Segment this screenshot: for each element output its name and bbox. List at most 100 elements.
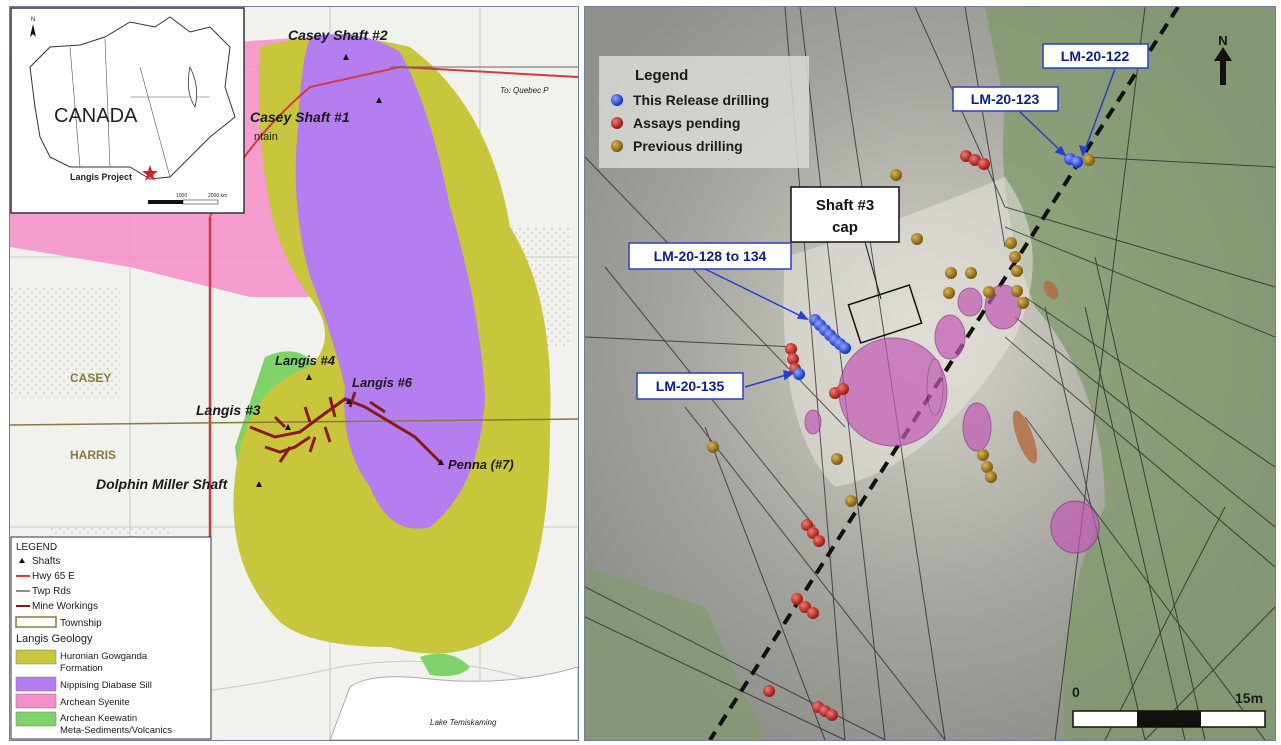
inset-country-label: CANADA xyxy=(54,105,138,127)
legend-item-township: Township xyxy=(60,618,102,629)
label-casey-shaft-1: Casey Shaft #1 xyxy=(250,109,350,125)
drill-hole-marker xyxy=(981,461,993,473)
drill-plan-svg: Shaft #3 cap LM-20-122 LM-20-123 LM-20-1… xyxy=(585,7,1275,740)
legend-diabase: Nippising Diabase Sill xyxy=(60,680,152,691)
drill-hole-marker xyxy=(785,343,797,355)
legend-title: LEGEND xyxy=(16,542,57,553)
drilling-legend: Legend This Release drilling Assays pend… xyxy=(599,56,809,168)
inset-north-arrow-icon xyxy=(30,24,36,37)
drill-hole-marker xyxy=(945,267,957,279)
callout-lm-20-135-label: LM-20-135 xyxy=(656,378,725,394)
drill-hole-marker xyxy=(791,593,803,605)
mineralized-trend-line xyxy=(708,7,1180,740)
canada-inset: CANADA Langis Project N 1000 2000 km xyxy=(10,7,245,214)
inset-project-label: Langis Project xyxy=(70,172,132,182)
mine-workings xyxy=(249,391,442,464)
geology-map-svg: Casey Shaft #2 Casey Shaft #1 ntain Lang… xyxy=(10,7,578,740)
drill-hole-marker xyxy=(1011,265,1023,277)
callout-lm-20-128-to-134 xyxy=(628,242,792,270)
marsh-area xyxy=(10,287,120,397)
drill-hole-marker xyxy=(826,709,838,721)
drill-hole-marker xyxy=(977,449,989,461)
syenite-swatch xyxy=(15,693,57,709)
geology-legend: LEGEND Shafts Hwy 65 E Twp Rds Mine Work… xyxy=(10,536,212,740)
diabase-swatch xyxy=(15,676,57,692)
drill-hole-marker xyxy=(831,453,843,465)
drill-hole-marker xyxy=(1017,297,1029,309)
legend-item-shafts: Shafts xyxy=(32,556,60,567)
township-legend-icon xyxy=(15,616,57,628)
label-langis-3: Langis #3 xyxy=(196,402,261,418)
drilling-legend-frame xyxy=(599,56,809,168)
project-star-icon xyxy=(142,165,158,181)
drill-hole-marker xyxy=(985,471,997,483)
legend-item-hwy: Hwy 65 E xyxy=(32,571,75,582)
shaft-callout-leader xyxy=(864,241,882,300)
inset-north-letter: N xyxy=(31,17,35,23)
legend-keewatin-line2: Meta-Sediments/Volcanics xyxy=(60,725,172,736)
label-dolphin-miller-shaft: Dolphin Miller Shaft xyxy=(96,476,229,492)
drill-hole-marker xyxy=(1005,237,1017,249)
gowganda-swatch xyxy=(15,649,57,665)
drill-hole-marker xyxy=(845,495,857,507)
label-langis-4: Langis #4 xyxy=(275,353,336,368)
drill-hole-marker xyxy=(911,233,923,245)
drill-hole-marker xyxy=(807,607,819,619)
assays-pending-legend-icon xyxy=(611,117,623,129)
shaft-markers xyxy=(256,54,444,487)
drill-hole-marker xyxy=(763,685,775,697)
drill-hole-marker xyxy=(965,267,977,279)
drill-hole-marker xyxy=(1011,285,1023,297)
label-harris-township: HARRIS xyxy=(70,448,116,462)
scale-end: 15m xyxy=(1235,690,1263,706)
legend-gowganda-line2: Formation xyxy=(60,663,103,674)
drill-hole-marker xyxy=(1071,156,1083,168)
drill-hole-marker xyxy=(787,353,799,365)
this-release-legend-icon xyxy=(611,94,623,106)
archean-keewatin-unit xyxy=(420,653,470,676)
legend-syenite: Archean Syenite xyxy=(60,697,130,708)
shaft-3-cap-line2: cap xyxy=(832,219,858,236)
drill-hole-marker xyxy=(983,286,995,298)
drill-hole-marker xyxy=(837,383,849,395)
hudson-bay-outline xyxy=(187,65,198,108)
shaft-3-cap-line1: Shaft #3 xyxy=(816,197,874,214)
legend-previous-drilling: Previous drilling xyxy=(633,138,743,154)
previous-drilling-legend-icon xyxy=(611,140,623,152)
label-to-quebec: To: Quebec P xyxy=(500,86,549,95)
drill-plan-panel: Shaft #3 cap LM-20-122 LM-20-123 LM-20-1… xyxy=(584,6,1276,741)
drill-hole-marker xyxy=(813,535,825,547)
legend-assays-pending: Assays pending xyxy=(633,115,740,131)
legend-this-release: This Release drilling xyxy=(633,92,769,108)
label-langis-6: Langis #6 xyxy=(352,375,413,390)
callout-leaders xyxy=(704,68,1116,388)
nippising-diabase-unit xyxy=(295,34,485,529)
callout-lm-20-135 xyxy=(636,372,744,400)
north-letter: N xyxy=(1218,33,1227,48)
label-mountain-fragment: ntain xyxy=(254,131,278,143)
label-casey-shaft-2: Casey Shaft #2 xyxy=(288,27,388,43)
shaft-3-cap-box xyxy=(790,186,900,243)
label-casey-township: CASEY xyxy=(70,371,111,385)
previous-drilling-holes xyxy=(707,154,1095,507)
mineralization-solids xyxy=(804,284,1100,554)
scale-bar-black-segment xyxy=(1137,711,1201,727)
callout-lm-20-128-label: LM-20-128 to 134 xyxy=(654,248,767,264)
orange-solid xyxy=(1012,410,1038,464)
drill-hole-marker xyxy=(969,154,981,166)
legend-item-mine-workings: Mine Workings xyxy=(32,601,98,612)
drill-hole-marker xyxy=(978,158,990,170)
keewatin-swatch xyxy=(15,711,57,727)
canada-outline xyxy=(29,16,236,180)
shaft-3-cap-outline xyxy=(847,284,923,344)
drill-hole-marker xyxy=(1083,154,1095,166)
drilling-legend-title: Legend xyxy=(635,67,688,84)
label-lake-temiskaming: Lake Temiskaming xyxy=(430,718,497,727)
label-penna-7: Penna (#7) xyxy=(448,457,514,472)
drill-hole-marker xyxy=(707,441,719,453)
north-arrow-icon xyxy=(1214,47,1232,85)
drill-hole-marker xyxy=(793,368,805,380)
township-road-line xyxy=(10,418,578,426)
drill-hole-marker xyxy=(943,287,955,299)
